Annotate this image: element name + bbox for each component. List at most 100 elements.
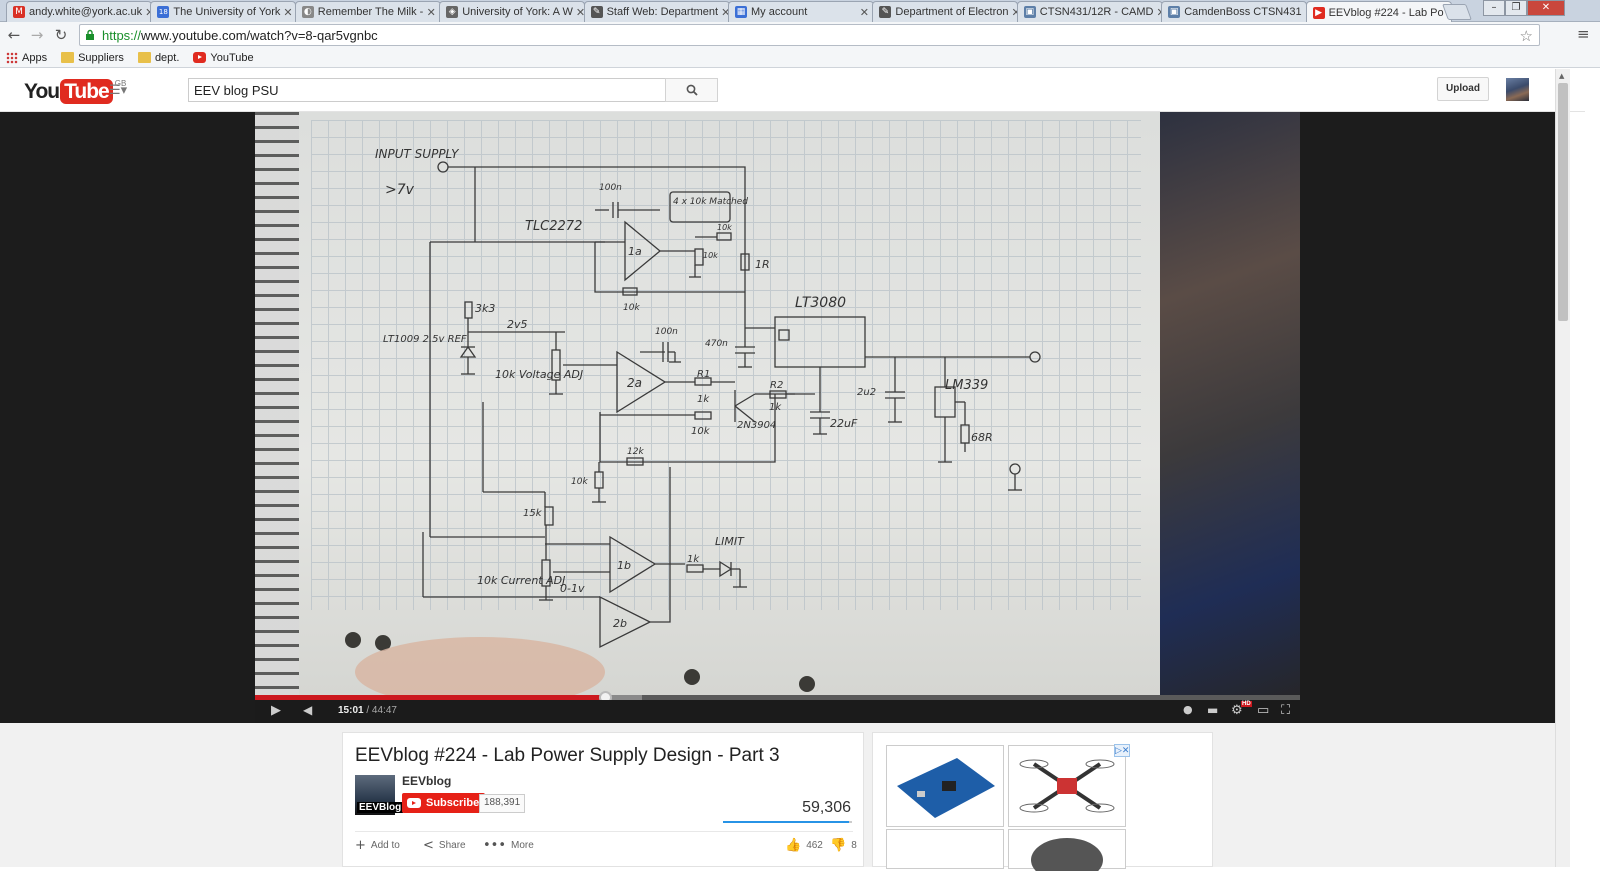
annotations-icon[interactable]: ● — [1183, 703, 1193, 716]
label-current-adj: 10k Current ADJ — [477, 574, 565, 587]
add-to-button[interactable]: +Add to — [355, 838, 400, 853]
guide-menu-icon[interactable]: ☰▾ — [109, 83, 128, 98]
captions-icon[interactable]: ▬ — [1207, 703, 1219, 717]
back-icon[interactable]: ← — [7, 26, 21, 44]
like-ratio-bar — [723, 821, 852, 823]
quadcopter-image — [1019, 759, 1115, 813]
youtube-icon: ▶ — [1312, 6, 1325, 19]
player-controls: ▶ ◀ 15:01 / 44:47 ● ▬ ⚙ HD ▭ ⛶ — [255, 700, 1300, 723]
folder-icon — [61, 52, 75, 63]
browser-tab[interactable]: ▣CamdenBoss CTSN431✕ — [1161, 1, 1314, 22]
browser-tab[interactable]: ◈University of York: A W✕ — [439, 1, 586, 22]
search-button[interactable] — [665, 78, 718, 102]
label-100n-b: 100n — [655, 327, 678, 337]
ad-choices-icon[interactable]: ▷✕ — [1114, 744, 1130, 757]
plus-icon: + — [355, 838, 366, 853]
label-u1b: 1b — [617, 559, 631, 572]
label-10k-c: 10k — [623, 303, 640, 313]
video-frame[interactable]: INPUT SUPPLY >7v TLC2272 4 x 10k Matched… — [255, 112, 1300, 707]
close-tab-icon[interactable]: ✕ — [1012, 6, 1021, 19]
channel-thumbnail[interactable]: EEVBlog — [355, 775, 404, 815]
minimize-window-button[interactable]: – — [1483, 0, 1505, 16]
label-r1: R1 — [697, 369, 710, 380]
logo-region: GB — [114, 79, 127, 88]
share-button[interactable]: <Share — [423, 838, 466, 853]
upload-button[interactable]: Upload — [1437, 77, 1489, 101]
close-tab-icon[interactable]: ✕ — [575, 5, 586, 19]
label-2v5: 2v5 — [507, 318, 528, 331]
video-title: EEVblog #224 - Lab Power Supply Design -… — [355, 745, 780, 766]
close-tab-icon[interactable]: ✕ — [283, 5, 293, 19]
bookmark-apps[interactable]: Apps — [6, 51, 47, 64]
label-10k-d: 10k — [691, 426, 711, 437]
ad-product-tile[interactable] — [886, 745, 1004, 827]
box-icon: ▣ — [1023, 6, 1036, 18]
grid-icon: ▦ — [735, 6, 747, 18]
browser-tab[interactable]: ▣CTSN431/12R - CAMD✕ — [1016, 1, 1166, 22]
ad-product-tile[interactable] — [1008, 829, 1126, 871]
new-tab-button[interactable] — [1442, 4, 1472, 20]
close-tab-icon[interactable]: ✕ — [859, 5, 869, 19]
browser-tab[interactable]: ✎Department of Electron✕ — [872, 1, 1021, 22]
label-100n-a: 100n — [599, 183, 622, 193]
label-15k: 15k — [523, 508, 543, 519]
subscriber-count: 188,391 — [479, 794, 526, 813]
play-icon[interactable]: ▶ — [271, 703, 281, 718]
video-info-card: EEVblog #224 - Lab Power Supply Design -… — [342, 732, 864, 867]
tab-title: EEVblog #224 - Lab Po — [1328, 6, 1444, 19]
fullscreen-icon[interactable]: ⛶ — [1281, 703, 1291, 718]
like-button[interactable]: 👍462 — [785, 838, 823, 853]
close-tab-icon[interactable]: ✕ — [1157, 6, 1166, 19]
ad-product-tile[interactable] — [1008, 745, 1126, 827]
search-icon — [686, 84, 698, 96]
settings-gear-icon[interactable]: ⚙ — [1231, 703, 1243, 718]
label-u2a: 2a — [627, 376, 642, 390]
scrollbar-thumb[interactable] — [1558, 83, 1568, 321]
label-10k-b: 10k — [703, 251, 718, 260]
forward-icon[interactable]: → — [30, 26, 44, 44]
more-button[interactable]: •••More — [483, 838, 534, 853]
bookmark-label: dept. — [154, 51, 180, 64]
user-avatar[interactable] — [1506, 78, 1529, 101]
bookmark-suppliers[interactable]: Suppliers — [61, 52, 124, 64]
address-bar[interactable]: https://www.youtube.com/watch?v=8-qar5vg… — [79, 24, 1540, 46]
label-r2: R2 — [770, 380, 783, 391]
chrome-menu-icon[interactable]: ≡ — [1577, 25, 1590, 43]
graph-grid — [311, 120, 1141, 610]
channel-name[interactable]: EEVblog — [402, 774, 452, 788]
bookmark-youtube[interactable]: YouTube — [193, 52, 254, 64]
label-1k-c: 1k — [687, 554, 700, 565]
browser-toolbar: ← → ↻ https://www.youtube.com/watch?v=8-… — [0, 22, 1600, 48]
search-input[interactable] — [188, 78, 665, 102]
ad-product-tile[interactable] — [886, 829, 1004, 869]
label-10k-a: 10k — [717, 223, 732, 232]
video-player: INPUT SUPPLY >7v TLC2272 4 x 10k Matched… — [0, 112, 1555, 723]
youtube-logo[interactable]: You Tube GB — [24, 79, 126, 104]
progress-played — [255, 695, 606, 700]
maximize-window-button[interactable]: ❐ — [1505, 0, 1527, 16]
close-window-button[interactable]: ✕ — [1527, 0, 1565, 16]
scroll-up-icon[interactable]: ▲ — [1559, 72, 1565, 80]
subscribe-button[interactable]: Subscribe — [402, 793, 486, 813]
reload-icon[interactable]: ↻ — [54, 26, 68, 44]
browser-tab[interactable]: ◐Remember The Milk -✕ — [294, 1, 441, 22]
hd-badge: HD — [1241, 701, 1252, 707]
close-tab-icon[interactable]: ✕ — [426, 5, 436, 19]
volume-icon[interactable]: ◀ — [303, 703, 313, 717]
tab-title: Department of Electron — [895, 6, 1009, 18]
browser-tab[interactable]: ▦ My account ✕ — [728, 1, 874, 22]
close-tab-icon[interactable]: ✕ — [145, 6, 154, 19]
close-tab-icon[interactable]: ✕ — [721, 5, 731, 19]
bookmark-star-icon[interactable]: ☆ — [1519, 27, 1533, 45]
label-regulator: LT3080 — [795, 295, 846, 311]
page-scrollbar[interactable]: ▲ — [1555, 69, 1570, 867]
theater-mode-icon[interactable]: ▭ — [1257, 703, 1270, 718]
label-1r: 1R — [755, 258, 770, 271]
dislike-button[interactable]: 👎8 — [830, 838, 857, 853]
browser-tab[interactable]: ✎Staff Web: Department✕ — [583, 1, 731, 22]
tab-title: My account — [751, 6, 808, 18]
browser-tab[interactable]: ▶EEVblog #224 - Lab Po✕ — [1305, 1, 1456, 23]
bookmark-dept[interactable]: dept. — [137, 51, 180, 64]
